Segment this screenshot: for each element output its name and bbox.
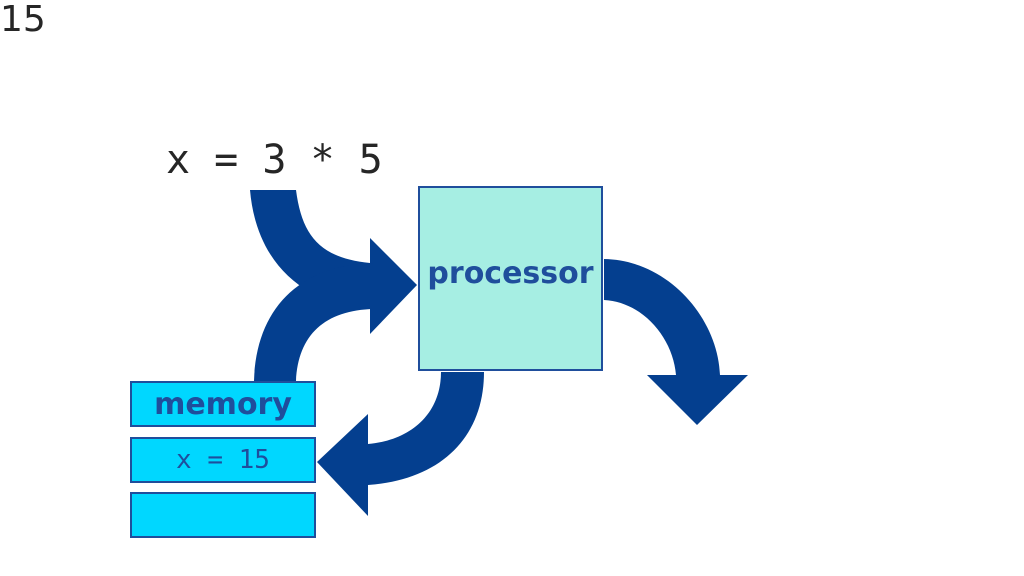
memory-to-processor-arrow [254,263,374,381]
memory-cell: x = 15 [130,437,316,483]
processor-box: processor [418,186,603,371]
memory-header: memory [130,381,316,427]
processor-to-memory-arrow [317,372,484,516]
input-expression: x = 3 * 5 [166,137,383,183]
expression-to-processor-arrow [250,190,417,334]
processor-to-output-arrow [604,259,748,425]
processor-label: processor [427,256,594,291]
output-value: 15 [0,0,46,40]
memory-cell-empty [130,492,316,538]
memory-label: memory [154,386,292,422]
memory-cell-value: x = 15 [176,445,270,475]
